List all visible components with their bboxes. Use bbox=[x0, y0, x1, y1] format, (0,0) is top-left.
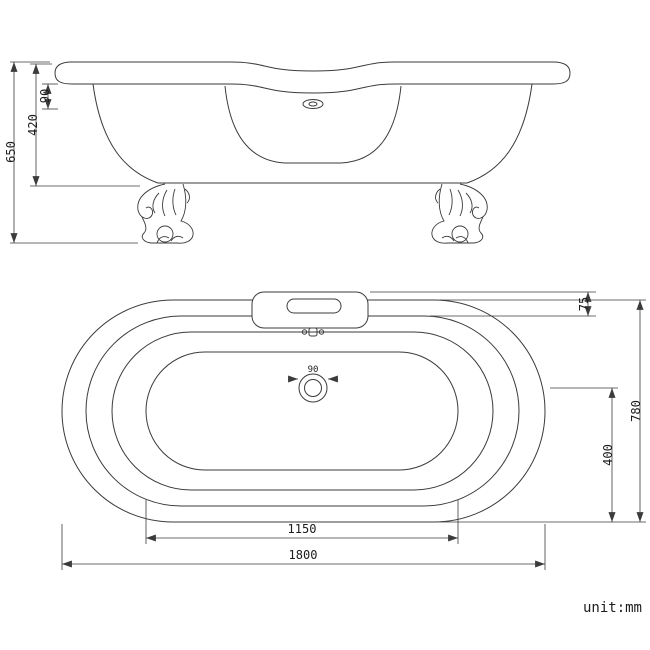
front-elevation-view bbox=[54, 61, 571, 244]
tub-rim-outline bbox=[54, 61, 571, 94]
tub-basin-edge bbox=[111, 331, 494, 491]
overflow-slot bbox=[286, 298, 342, 314]
dim-deck-depth-label: 75 bbox=[577, 297, 591, 311]
dimension-labels: 650 420 90 75 780 400 90 1150 1800 unit:… bbox=[4, 89, 643, 616]
tub-outer-rim bbox=[61, 299, 546, 523]
faucet-detail bbox=[301, 327, 325, 337]
claw-foot-left bbox=[137, 183, 194, 244]
dim-drain-diameter-label: 90 bbox=[308, 365, 319, 375]
overflow-knob bbox=[302, 99, 324, 109]
drain-inner bbox=[304, 379, 322, 397]
deck-shelf bbox=[251, 291, 369, 329]
tub-basin-bottom bbox=[145, 351, 459, 471]
tub-interior-curve bbox=[224, 85, 402, 164]
tub-rim-inner-edge bbox=[85, 315, 520, 507]
dim-drain-offset-label: 400 bbox=[601, 444, 615, 466]
dim-inner-length-label: 1150 bbox=[288, 522, 317, 536]
dimension-lines bbox=[10, 61, 646, 570]
dim-overall-length-label: 1800 bbox=[289, 548, 318, 562]
drain-outer bbox=[298, 373, 328, 403]
tub-body-outline bbox=[92, 83, 533, 184]
dim-body-height-label: 420 bbox=[26, 114, 40, 136]
claw-foot-right bbox=[431, 183, 488, 244]
plan-view bbox=[61, 291, 546, 523]
overflow-knob-center bbox=[308, 101, 318, 107]
unit-note: unit:mm bbox=[583, 600, 642, 616]
dim-total-height-label: 650 bbox=[4, 141, 18, 163]
dim-rim-height-label: 90 bbox=[38, 89, 52, 103]
dim-overall-width-label: 780 bbox=[629, 400, 643, 422]
